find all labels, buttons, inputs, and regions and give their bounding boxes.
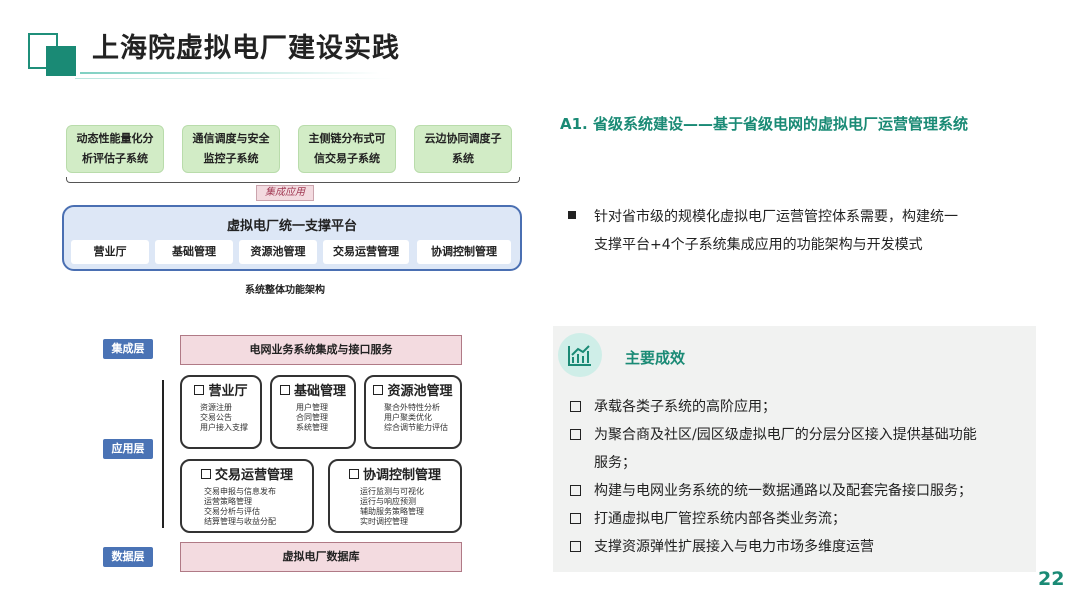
module-item: 用户聚类优化 bbox=[384, 413, 432, 422]
module-pool: 资源池管理 聚合外特性分析 用户聚类优化 综合调节能力评估 bbox=[364, 375, 462, 449]
module-item: 运行与响应预测 bbox=[360, 497, 416, 506]
module-item: 结算管理与收益分配 bbox=[204, 517, 276, 526]
intro-bullet: 针对省市级的规模化虚拟电厂运营管控体系需要，构建统一 支撑平台+4个子系统集成应… bbox=[568, 203, 1028, 259]
achievement-item: 为聚合商及社区/园区级虚拟电厂的分层分区接入提供基础功能 bbox=[570, 421, 1030, 449]
module-control: 协调控制管理 运行监测与可视化 运行与响应预测 辅助服务策略管理 实时调控管理 bbox=[328, 459, 462, 533]
checkbox-icon bbox=[570, 401, 581, 412]
module-item: 用户接入支撑 bbox=[200, 423, 248, 432]
achievements-panel bbox=[553, 326, 1036, 572]
subsystem-box-trading: 主侧链分布式可信交易子系统 bbox=[298, 125, 396, 173]
integration-tag: 集成应用 bbox=[256, 185, 314, 201]
module-item: 实时调控管理 bbox=[360, 517, 408, 526]
platform-item-control: 协调控制管理 bbox=[417, 240, 511, 264]
platform-item-hall: 营业厅 bbox=[71, 240, 149, 264]
subsystem-bracket bbox=[66, 177, 520, 183]
module-title: 基础管理 bbox=[293, 384, 346, 399]
module-item: 辅助服务策略管理 bbox=[360, 507, 424, 516]
subsystem-box-performance: 动态性能量化分析评估子系统 bbox=[66, 125, 164, 173]
layer-tag-integration: 集成层 bbox=[103, 339, 153, 359]
module-hall: 营业厅 资源注册 交易公告 用户接入支撑 bbox=[180, 375, 262, 449]
module-item: 交易分析与评估 bbox=[204, 507, 260, 516]
module-item: 用户管理 bbox=[296, 403, 328, 412]
platform-item-trade: 交易运营管理 bbox=[323, 240, 409, 264]
diagram1-caption: 系统整体功能架构 bbox=[245, 285, 325, 296]
page-title: 上海院虚拟电厂建设实践 bbox=[92, 33, 400, 64]
checkbox-icon bbox=[373, 384, 384, 395]
module-title: 协调控制管理 bbox=[362, 468, 441, 483]
integration-bar: 电网业务系统集成与接口服务 bbox=[180, 335, 462, 365]
achievement-item: 打通虚拟电厂管控系统内部各类业务流； bbox=[570, 505, 1030, 533]
platform-item-basic: 基础管理 bbox=[155, 240, 233, 264]
checkbox-icon bbox=[200, 468, 211, 479]
achievement-item-continuation: 服务； bbox=[594, 455, 636, 471]
checkbox-icon bbox=[348, 468, 359, 479]
application-layer-line bbox=[162, 380, 164, 528]
checkbox-icon bbox=[570, 513, 581, 524]
subsystem-box-communication: 通信调度与安全监控子系统 bbox=[182, 125, 280, 173]
module-item: 系统管理 bbox=[296, 423, 328, 432]
intro-line-2: 支撑平台+4个子系统集成应用的功能架构与开发模式 bbox=[594, 237, 923, 253]
subsystem-box-cloud-edge: 云边协同调度子系统 bbox=[414, 125, 512, 173]
module-item: 运营策略管理 bbox=[204, 497, 252, 506]
module-item: 资源注册 bbox=[200, 403, 232, 412]
checkbox-icon bbox=[279, 384, 290, 395]
layer-tag-data: 数据层 bbox=[103, 547, 153, 567]
achievement-item: 支撑资源弹性扩展接入与电力市场多维度运营 bbox=[570, 533, 1030, 561]
module-item: 交易申报与信息发布 bbox=[204, 487, 276, 496]
panel-title: 主要成效 bbox=[625, 349, 686, 367]
achievement-item: 承载各类子系统的高阶应用； bbox=[570, 393, 1030, 421]
module-item: 交易公告 bbox=[200, 413, 232, 422]
achievements-list: 承载各类子系统的高阶应用； 为聚合商及社区/园区级虚拟电厂的分层分区接入提供基础… bbox=[570, 393, 1030, 561]
checkbox-icon bbox=[570, 485, 581, 496]
layer-tag-application: 应用层 bbox=[103, 439, 153, 459]
platform-title: 虚拟电厂统一支撑平台 bbox=[226, 219, 357, 234]
support-platform: 虚拟电厂统一支撑平台 营业厅 基础管理 资源池管理 交易运营管理 协调控制管理 bbox=[62, 205, 522, 271]
title-underline bbox=[80, 72, 380, 74]
module-item: 综合调节能力评估 bbox=[384, 423, 448, 432]
module-title: 营业厅 bbox=[208, 384, 248, 399]
intro-line-1: 针对省市级的规模化虚拟电厂运营管控体系需要，构建统一 bbox=[594, 209, 958, 225]
module-basic: 基础管理 用户管理 合同管理 系统管理 bbox=[270, 375, 356, 449]
page-number: 22 bbox=[1038, 568, 1065, 590]
database-bar: 虚拟电厂数据库 bbox=[180, 542, 462, 572]
bar-chart-icon bbox=[558, 333, 602, 377]
square-bullet-icon bbox=[568, 211, 576, 219]
checkbox-icon bbox=[570, 429, 581, 440]
module-item: 合同管理 bbox=[296, 413, 328, 422]
module-item: 运行监测与可视化 bbox=[360, 487, 424, 496]
module-trade: 交易运营管理 交易申报与信息发布 运营策略管理 交易分析与评估 结算管理与收益分… bbox=[180, 459, 314, 533]
module-title: 资源池管理 bbox=[387, 384, 453, 399]
achievement-item: 构建与电网业务系统的统一数据通路以及配套完备接口服务； bbox=[570, 477, 1030, 505]
title-underline-secondary bbox=[75, 78, 395, 79]
checkbox-icon bbox=[570, 541, 581, 552]
platform-item-pool: 资源池管理 bbox=[239, 240, 317, 264]
checkbox-icon bbox=[194, 384, 205, 395]
module-item: 聚合外特性分析 bbox=[384, 403, 440, 412]
section-heading: A1. 省级系统建设——基于省级电网的虚拟电厂运营管理系统 bbox=[560, 115, 968, 133]
module-title: 交易运营管理 bbox=[214, 468, 293, 483]
logo-filled-square bbox=[46, 46, 76, 76]
